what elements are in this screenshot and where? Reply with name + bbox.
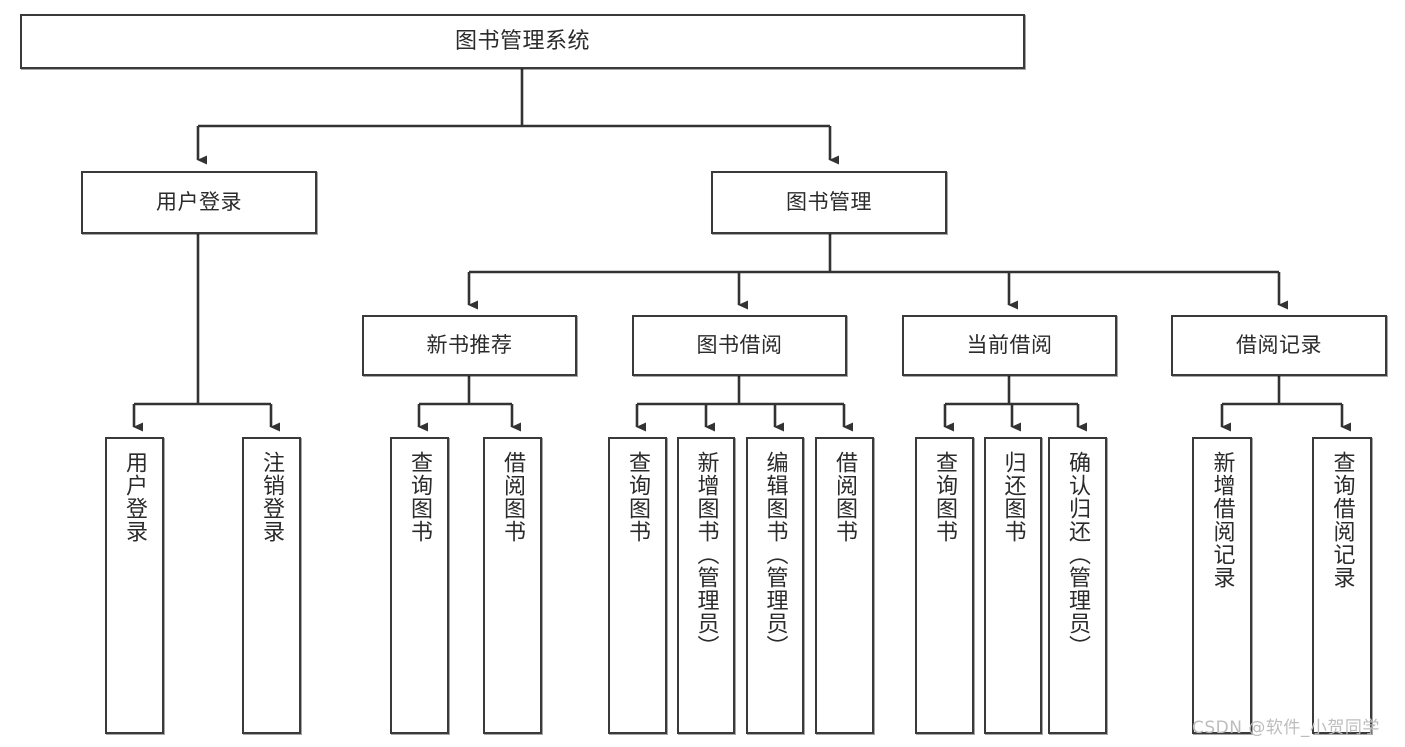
- node-label: 新书推荐: [426, 333, 513, 358]
- leaf-new-book-query-book[interactable]: 查询图书: [390, 437, 449, 734]
- node-label: 借阅图书: [500, 451, 526, 543]
- node-label: 借阅图书: [832, 451, 858, 543]
- node-user-login[interactable]: 用户登录: [81, 171, 317, 234]
- csdn-watermark: CSDN @软件_小贺同学: [1192, 718, 1380, 738]
- node-label: 查询借阅记录: [1329, 451, 1355, 589]
- node-label: 归还图书: [1000, 451, 1026, 543]
- leaf-book-borrow-add-book-admin[interactable]: 新增图书（管理员）: [677, 437, 735, 734]
- leaf-book-borrow-query-book[interactable]: 查询图书: [608, 437, 667, 734]
- node-label: 新增借阅记录: [1209, 451, 1235, 589]
- node-label: 编辑图书（管理员）: [762, 451, 788, 658]
- node-label: 图书管理系统: [454, 28, 590, 54]
- node-label: 借阅记录: [1236, 333, 1322, 358]
- node-current-borrow[interactable]: 当前借阅: [902, 315, 1117, 376]
- node-label: 确认归还（管理员）: [1065, 451, 1091, 658]
- node-label: 查询图书: [932, 451, 958, 543]
- node-label: 注销登录: [259, 451, 285, 543]
- node-root-book-management-system[interactable]: 图书管理系统: [20, 14, 1025, 69]
- leaf-new-book-borrow-book[interactable]: 借阅图书: [483, 437, 542, 734]
- node-label: 当前借阅: [966, 333, 1053, 358]
- leaf-user-login-login[interactable]: 用户登录: [105, 437, 164, 734]
- node-borrow-record[interactable]: 借阅记录: [1171, 315, 1387, 376]
- leaf-current-borrow-return-book[interactable]: 归还图书: [984, 437, 1042, 734]
- leaf-book-borrow-edit-book-admin[interactable]: 编辑图书（管理员）: [746, 437, 804, 734]
- leaf-user-login-logout[interactable]: 注销登录: [242, 437, 301, 734]
- node-label: 查询图书: [625, 451, 651, 543]
- leaf-borrow-record-query-record[interactable]: 查询借阅记录: [1312, 437, 1372, 734]
- node-new-book-recommend[interactable]: 新书推荐: [362, 315, 577, 376]
- leaf-book-borrow-borrow-book[interactable]: 借阅图书: [815, 437, 874, 734]
- leaf-current-borrow-query-book[interactable]: 查询图书: [915, 437, 974, 734]
- node-label: 新增图书（管理员）: [693, 451, 719, 658]
- leaf-current-borrow-confirm-return-admin[interactable]: 确认归还（管理员）: [1048, 437, 1107, 734]
- leaf-borrow-record-add-record[interactable]: 新增借阅记录: [1192, 437, 1252, 734]
- node-label: 图书借阅: [696, 333, 783, 358]
- node-label: 用户登录: [156, 190, 242, 215]
- node-book-management[interactable]: 图书管理: [711, 171, 947, 234]
- node-label: 图书管理: [786, 190, 872, 215]
- node-label: 用户登录: [122, 451, 148, 543]
- node-book-borrow[interactable]: 图书借阅: [632, 315, 847, 376]
- node-label: 查询图书: [407, 451, 433, 543]
